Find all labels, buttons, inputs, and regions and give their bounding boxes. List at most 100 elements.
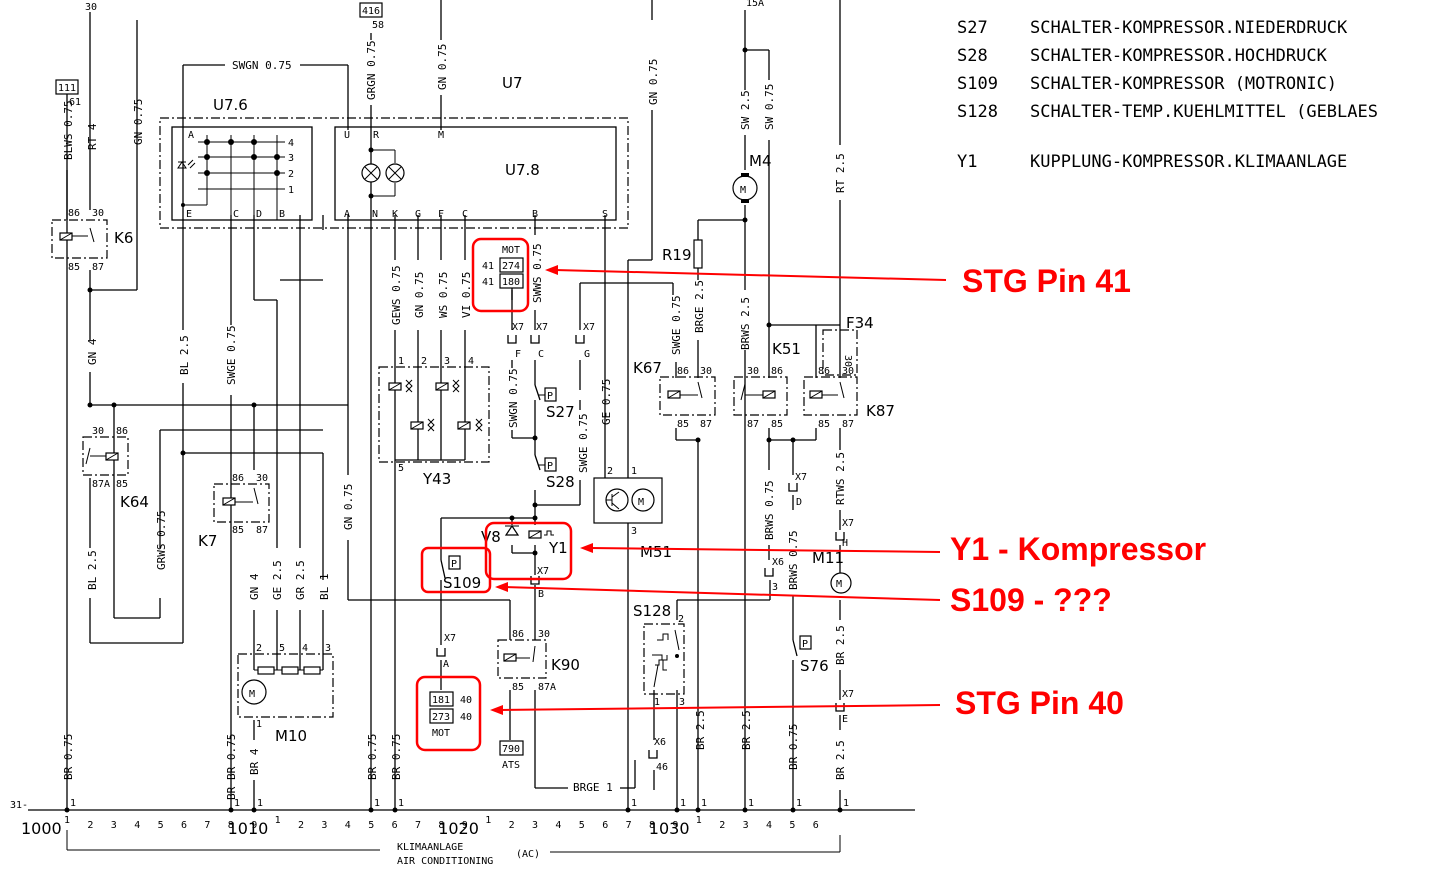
ground-node	[790, 807, 796, 813]
ground-tick: 7	[415, 820, 421, 831]
svg-text:4: 4	[302, 643, 308, 654]
ground-tick: 4	[555, 820, 561, 831]
ground-group-id: 1010	[228, 819, 269, 838]
ground-tick: 8	[228, 820, 234, 831]
ground-tick: 6	[813, 820, 819, 831]
svg-text:D: D	[796, 497, 802, 508]
svg-text:M: M	[836, 579, 842, 590]
ground-tick: 8	[649, 820, 655, 831]
legend-desc: SCHALTER-KOMPRESSOR.NIEDERDRUCK	[1030, 18, 1348, 38]
svg-text:85: 85	[677, 419, 689, 430]
svg-text:85: 85	[116, 479, 128, 490]
pin-label: G	[415, 209, 421, 220]
relay-k67: 86 30 85 87 K67	[633, 359, 716, 430]
wire-label: BR 2.5	[740, 710, 753, 750]
wire-label: BR 0.75	[366, 734, 379, 780]
svg-text:85: 85	[771, 419, 783, 430]
pin-label: B	[532, 209, 538, 220]
svg-text:87: 87	[92, 262, 104, 273]
ground-node	[251, 807, 257, 813]
wire-label: BRWS 0.75	[763, 480, 776, 540]
svg-text:X7: X7	[842, 518, 854, 529]
ref-111: 111	[58, 83, 76, 94]
wire-label: BL 1	[318, 574, 331, 601]
svg-text:86: 86	[512, 629, 524, 640]
mot-ref-top: MOT 274 180 41 41	[482, 245, 524, 300]
ground-tick: 5	[158, 820, 164, 831]
legend-desc: SCHALTER-TEMP.KUEHLMITTEL (GEBLAES	[1030, 102, 1378, 122]
pin-label: E	[186, 209, 192, 220]
ground-tick: 7	[626, 820, 632, 831]
svg-text:30: 30	[92, 208, 104, 219]
legend-code: S128	[957, 102, 998, 122]
svg-text:3: 3	[679, 697, 685, 708]
connector-x7-d: X7 D	[788, 472, 807, 508]
ground-tick: 9	[462, 820, 468, 831]
ground-node-pin: 1	[70, 798, 76, 809]
ground-node	[695, 807, 701, 813]
pin-number: 40	[460, 712, 472, 723]
svg-text:X7: X7	[583, 322, 595, 333]
ground-tick: 6	[602, 820, 608, 831]
wire-label: GE 2.5	[271, 560, 284, 600]
m10-label: M10	[275, 727, 307, 745]
wire-label: BRGE 1	[573, 781, 613, 794]
ground-tick: 8	[438, 820, 444, 831]
ref-box-416	[359, 2, 383, 18]
ref-111-pin: 61	[69, 97, 81, 108]
pin-label: S	[602, 209, 608, 220]
wire-label: SWGN 0.75	[507, 368, 520, 428]
svg-text:85: 85	[818, 419, 830, 430]
mot-label: MOT	[432, 728, 450, 739]
lamp-icon	[361, 163, 381, 183]
wire-label: SWGE 0.75	[577, 413, 590, 473]
ground-tick: 4	[345, 820, 351, 831]
connector-x7-g: X7 G	[575, 322, 595, 360]
svg-text:4: 4	[468, 356, 474, 367]
y43-label: Y43	[422, 470, 451, 488]
ground-node	[625, 807, 631, 813]
svg-text:X6: X6	[654, 737, 666, 748]
annotation-y1-kompressor: Y1 - Kompressor	[950, 531, 1206, 567]
pin-label: 1	[288, 185, 294, 196]
pin-label: M	[438, 130, 444, 141]
switch-s28: P S28	[534, 454, 575, 491]
svg-text:87A: 87A	[92, 479, 110, 490]
ground-node	[368, 807, 374, 813]
svg-text:C: C	[538, 349, 544, 360]
svg-text:M: M	[249, 689, 255, 700]
pin-label: C	[233, 209, 239, 220]
u78-label: U7.8	[505, 161, 540, 179]
ground-node-pin: 1	[631, 798, 637, 809]
svg-text:30: 30	[842, 366, 854, 377]
pressure-icon: P	[451, 559, 457, 570]
ground-tick: 9	[251, 820, 257, 831]
svg-text:X7: X7	[536, 322, 548, 333]
svg-text:3: 3	[444, 356, 450, 367]
motor-m11: M M11	[812, 549, 852, 594]
motor-m4: M M4	[732, 152, 772, 203]
motor-m51: 2 1 3 M M51	[593, 466, 672, 561]
wires	[66, 0, 841, 808]
svg-text:86: 86	[116, 426, 128, 437]
svg-text:E: E	[842, 714, 848, 725]
pin-label: B	[279, 209, 285, 220]
ground-tick: 5	[579, 820, 585, 831]
ground-node	[392, 807, 398, 813]
u7-label: U7	[502, 74, 523, 92]
pin-number: 41	[482, 261, 494, 272]
wire-label: SWWS 0.75	[531, 243, 544, 303]
resistor-icon	[693, 239, 703, 269]
caption-de: KLIMAANLAGE	[397, 842, 463, 853]
ref-416-pin: 58	[372, 20, 384, 31]
y1-label: Y1	[548, 539, 568, 557]
resistor-icon	[257, 666, 275, 675]
svg-text:85: 85	[512, 682, 524, 693]
f34-label: F34	[846, 314, 874, 332]
diode-icon	[504, 524, 520, 536]
svg-text:86: 86	[677, 366, 689, 377]
svg-text:X6: X6	[772, 557, 784, 568]
wire-label: BR 0.75	[390, 734, 403, 780]
m11-label: M11	[812, 549, 844, 567]
